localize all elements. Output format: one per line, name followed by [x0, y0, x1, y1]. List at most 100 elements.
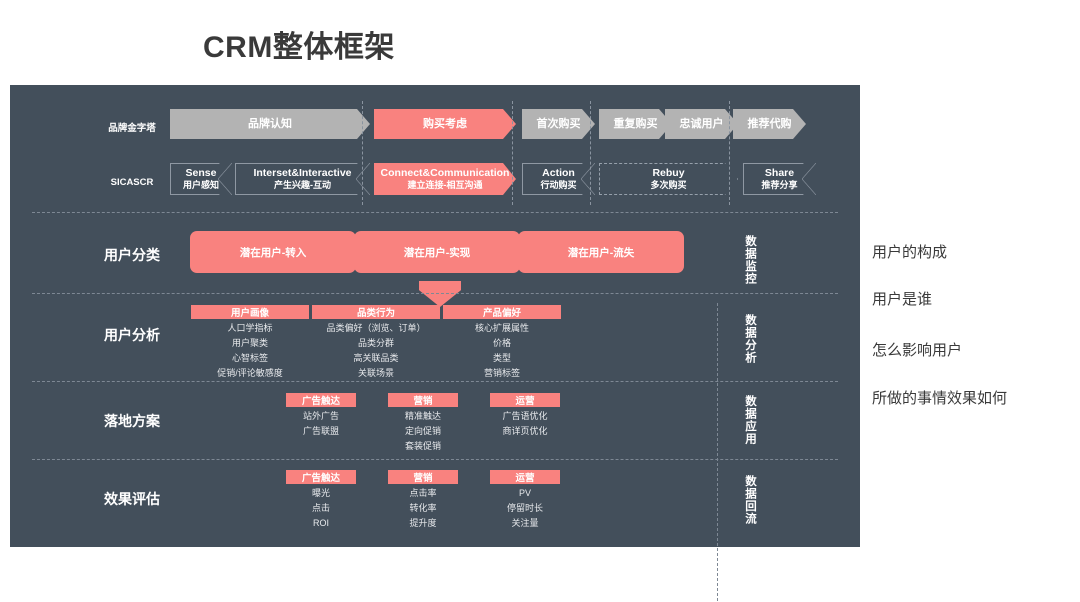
- pill-label: 潜在用户-流失: [567, 246, 635, 259]
- category-item: PV: [518, 488, 531, 498]
- note-who-is-user: 用户是谁: [872, 291, 933, 308]
- category-head-label: 品类行为: [356, 308, 395, 319]
- effect-head-ad-reach[interactable]: 广告触达: [286, 470, 356, 484]
- stage-label: 推荐代购: [747, 117, 792, 130]
- sicascr-stage-en: Sense: [185, 166, 217, 179]
- analysis-items-category-behavior: 品类偏好（浏览、订单） 品类分群 高关联品类 关联场景: [304, 321, 448, 381]
- landing-items-operations: 广告语优化 商详页优化: [480, 409, 570, 439]
- sicascr-stage-sense[interactable]: Sense 用户感知: [170, 163, 232, 195]
- category-item: 类型: [492, 353, 511, 363]
- category-item: 提升度: [409, 518, 437, 528]
- row-separator-4: [32, 459, 838, 460]
- data-column-divider: [717, 303, 718, 602]
- category-item: 关联场景: [357, 368, 394, 378]
- category-item: 人口学指标: [227, 323, 273, 333]
- data-label-application: 数据应用: [744, 395, 756, 445]
- category-item: 心智标签: [231, 353, 268, 363]
- chevron-shape: [235, 163, 370, 195]
- effect-head-marketing[interactable]: 营销: [388, 470, 458, 484]
- sicascr-stage-action[interactable]: Action 行动购买: [522, 163, 595, 195]
- category-item: 广告语优化: [502, 411, 548, 421]
- funnel-divider-1: [362, 101, 363, 205]
- category-head-label: 运营: [515, 396, 535, 407]
- effect-items-marketing: 点击率 转化率 提升度: [378, 486, 468, 531]
- category-item: 套装促销: [404, 441, 441, 451]
- stage-chevron-referral-purchase[interactable]: 推荐代购: [733, 109, 806, 139]
- category-head-label: 营销: [413, 473, 433, 484]
- category-head-label: 产品偏好: [482, 308, 521, 319]
- category-item: 转化率: [409, 503, 437, 513]
- category-item: 促销/评论敏感度: [217, 368, 283, 378]
- sicascr-stage-connect[interactable]: Connect&Communication 建立连接-相互沟通: [374, 163, 516, 195]
- sicascr-stage-en: Action: [542, 166, 575, 179]
- sicascr-stage-cn: 行动购买: [540, 179, 577, 190]
- user-class-pill-churn[interactable]: 潜在用户-流失: [518, 231, 684, 273]
- category-head-label: 广告触达: [301, 473, 340, 484]
- category-head-label: 广告触达: [301, 396, 340, 407]
- sicascr-stage-share[interactable]: Share 推荐分享: [743, 163, 816, 195]
- sicascr-stage-en: Share: [764, 166, 795, 179]
- landing-items-ad-reach: 站外广告 广告联盟: [276, 409, 366, 439]
- stage-chevron-brand-awareness[interactable]: 品牌认知: [170, 109, 370, 139]
- stage-label: 重复购买: [613, 117, 658, 130]
- category-item: ROI: [312, 518, 329, 528]
- analysis-head-product-preference[interactable]: 产品偏好: [443, 305, 561, 319]
- row-separator-2: [32, 293, 838, 294]
- note-user-composition: 用户的构成: [872, 244, 948, 261]
- funnel-down-arrow-icon: [419, 281, 461, 307]
- stage-label: 忠诚用户: [679, 117, 724, 130]
- analysis-head-category-behavior[interactable]: 品类行为: [312, 305, 440, 319]
- user-class-pill-realized[interactable]: 潜在用户-实现: [354, 231, 520, 273]
- stage-chevron-loyal-user[interactable]: 忠诚用户: [665, 109, 738, 139]
- user-class-pill-transfer-in[interactable]: 潜在用户-转入: [190, 231, 356, 273]
- category-item: 点击率: [409, 488, 437, 498]
- landing-head-marketing[interactable]: 营销: [388, 393, 458, 407]
- sicascr-stage-en: Connect&Communication: [380, 166, 510, 179]
- sicascr-stage-interest[interactable]: Interset&Interactive 产生兴趣-互动: [235, 163, 370, 195]
- chevron-shape: [599, 163, 738, 195]
- sicascr-stage-en: Interset&Interactive: [253, 166, 352, 179]
- category-item: 核心扩展属性: [474, 323, 529, 333]
- row-label-user-classification: 用户分类: [104, 247, 160, 263]
- landing-head-operations[interactable]: 运营: [490, 393, 560, 407]
- category-item: 营销标签: [483, 368, 520, 378]
- data-label-feedback: 数据回流: [744, 475, 756, 525]
- sicascr-stage-cn: 建立连接-相互沟通: [407, 179, 483, 190]
- pill-label: 潜在用户-转入: [239, 246, 307, 259]
- category-head-label: 营销: [413, 396, 433, 407]
- analysis-items-product-preference: 核心扩展属性 价格 类型 营销标签: [443, 321, 561, 381]
- sicascr-stage-cn: 产生兴趣-互动: [274, 179, 331, 190]
- stage-label: 购买考虑: [423, 117, 467, 130]
- category-item: 定向促销: [404, 426, 441, 436]
- effect-head-operations[interactable]: 运营: [490, 470, 560, 484]
- stage-chevron-repeat-purchase[interactable]: 重复购买: [599, 109, 672, 139]
- funnel-divider-2: [512, 101, 513, 205]
- category-item: 价格: [492, 338, 511, 348]
- row-label-user-analysis: 用户分析: [104, 327, 160, 343]
- sicascr-stage-cn: 多次购买: [650, 179, 687, 190]
- page-title: CRM整体框架: [203, 31, 395, 64]
- analysis-head-user-profile[interactable]: 用户画像: [191, 305, 309, 319]
- effect-items-ad-reach: 曝光 点击 ROI: [276, 486, 366, 531]
- row-separator-1: [32, 212, 838, 213]
- stage-chevron-purchase-consideration[interactable]: 购买考虑: [374, 109, 516, 139]
- sicascr-stage-cn: 用户感知: [182, 179, 219, 190]
- data-label-monitoring: 数据监控: [744, 235, 756, 285]
- category-item: 用户聚类: [231, 338, 268, 348]
- row-separator-3: [32, 381, 838, 382]
- sicascr-stage-cn: 推荐分享: [761, 179, 798, 190]
- category-item: 广告联盟: [302, 426, 339, 436]
- landing-head-ad-reach[interactable]: 广告触达: [286, 393, 356, 407]
- category-item: 点击: [311, 503, 330, 513]
- sicascr-stage-rebuy[interactable]: Rebuy 多次购买: [599, 163, 738, 195]
- row-label-effect-evaluation: 效果评估: [104, 491, 160, 507]
- note-effect-of-actions: 所做的事情效果如何: [872, 390, 1008, 407]
- category-item: 曝光: [311, 488, 330, 498]
- category-item: 停留时长: [506, 503, 543, 513]
- stage-label: 首次购买: [536, 117, 581, 130]
- stage-chevron-first-purchase[interactable]: 首次购买: [522, 109, 595, 139]
- category-head-label: 用户画像: [230, 308, 269, 319]
- analysis-items-user-profile: 人口学指标 用户聚类 心智标签 促销/评论敏感度: [191, 321, 309, 381]
- stage-label: 品牌认知: [248, 117, 292, 130]
